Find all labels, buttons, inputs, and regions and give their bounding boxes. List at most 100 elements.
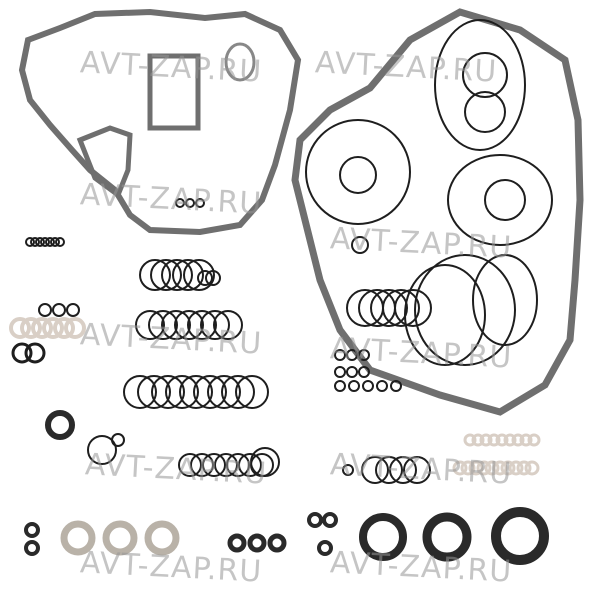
o-ring bbox=[238, 453, 262, 477]
small-o-ring bbox=[362, 380, 374, 392]
copper-washer bbox=[479, 433, 493, 447]
seal bbox=[227, 533, 247, 553]
copper-washer bbox=[503, 433, 517, 447]
o-ring bbox=[434, 19, 526, 151]
small-o-ring bbox=[175, 198, 185, 208]
o-ring bbox=[462, 52, 508, 98]
copper-washer bbox=[64, 317, 86, 339]
o-ring bbox=[375, 456, 403, 484]
copper-washer bbox=[511, 433, 525, 447]
o-ring bbox=[137, 375, 171, 409]
o-ring bbox=[447, 154, 553, 246]
left-cover-gasket bbox=[18, 8, 302, 236]
o-ring bbox=[361, 456, 389, 484]
o-ring bbox=[414, 254, 516, 366]
o-ring bbox=[351, 236, 369, 254]
o-ring bbox=[52, 303, 66, 317]
small-o-ring bbox=[376, 380, 388, 392]
o-ring bbox=[24, 342, 46, 364]
copper-washer bbox=[527, 433, 541, 447]
copper-washer bbox=[53, 317, 75, 339]
o-ring bbox=[235, 375, 269, 409]
o-ring bbox=[183, 259, 215, 291]
copper-washer bbox=[471, 433, 485, 447]
small-o-ring bbox=[195, 198, 205, 208]
o-ring bbox=[187, 310, 217, 340]
small-o-ring bbox=[334, 366, 346, 378]
o-ring bbox=[172, 259, 204, 291]
o-ring bbox=[221, 375, 255, 409]
copper-washer bbox=[508, 460, 524, 476]
small-o-ring bbox=[45, 237, 55, 247]
small-o-ring bbox=[358, 366, 370, 378]
o-ring bbox=[161, 310, 191, 340]
o-ring bbox=[394, 289, 432, 327]
o-ring bbox=[214, 453, 238, 477]
seal bbox=[322, 512, 338, 528]
metal-washer bbox=[60, 520, 96, 556]
o-ring bbox=[165, 375, 199, 409]
copper-washer bbox=[500, 460, 516, 476]
o-ring bbox=[305, 119, 411, 225]
o-ring bbox=[200, 310, 230, 340]
o-ring bbox=[123, 375, 157, 409]
small-o-ring bbox=[342, 464, 354, 476]
copper-washer bbox=[495, 433, 509, 447]
oil-seal bbox=[359, 513, 407, 561]
o-ring bbox=[135, 310, 165, 340]
o-ring bbox=[464, 91, 506, 133]
copper-washer bbox=[452, 460, 468, 476]
o-ring bbox=[178, 453, 202, 477]
o-ring bbox=[150, 259, 182, 291]
left-cover-inner bbox=[76, 125, 133, 199]
o-ring bbox=[472, 254, 538, 346]
small-o-ring bbox=[348, 380, 360, 392]
o-ring bbox=[151, 375, 185, 409]
seal bbox=[247, 533, 267, 553]
square-gasket bbox=[147, 53, 201, 131]
o-ring bbox=[226, 453, 250, 477]
o-ring bbox=[87, 435, 117, 465]
seal bbox=[267, 533, 287, 553]
o-ring bbox=[403, 456, 431, 484]
copper-washer bbox=[487, 433, 501, 447]
small-o-ring bbox=[346, 366, 358, 378]
o-ring bbox=[202, 453, 226, 477]
seal bbox=[24, 522, 40, 538]
small-o-ring bbox=[390, 380, 402, 392]
metal-washer bbox=[144, 520, 180, 556]
o-ring bbox=[389, 456, 417, 484]
o-ring bbox=[250, 447, 280, 477]
o-ring bbox=[197, 270, 213, 286]
o-ring bbox=[66, 303, 80, 317]
o-ring bbox=[11, 342, 33, 364]
o-ring bbox=[370, 289, 408, 327]
o-ring bbox=[339, 156, 377, 194]
small-o-ring bbox=[334, 349, 346, 361]
o-ring bbox=[193, 375, 227, 409]
copper-washer bbox=[460, 460, 476, 476]
oil-seal bbox=[491, 507, 549, 565]
copper-washer bbox=[31, 317, 53, 339]
copper-washer bbox=[492, 460, 508, 476]
copper-washer bbox=[9, 317, 31, 339]
o-ring bbox=[190, 453, 214, 477]
copper-washer bbox=[516, 460, 532, 476]
o-ring bbox=[148, 310, 178, 340]
copper-washer bbox=[519, 433, 533, 447]
oil-seal bbox=[45, 410, 75, 440]
seal bbox=[24, 540, 40, 556]
copper-washer bbox=[468, 460, 484, 476]
small-o-ring bbox=[55, 237, 65, 247]
o-ring bbox=[111, 433, 125, 447]
small-o-ring bbox=[25, 237, 35, 247]
copper-washer bbox=[20, 317, 42, 339]
copper-washer bbox=[476, 460, 492, 476]
seal bbox=[307, 512, 323, 528]
small-o-ring bbox=[334, 380, 346, 392]
copper-washer bbox=[524, 460, 540, 476]
small-o-ring bbox=[346, 349, 358, 361]
small-o-ring bbox=[358, 349, 370, 361]
